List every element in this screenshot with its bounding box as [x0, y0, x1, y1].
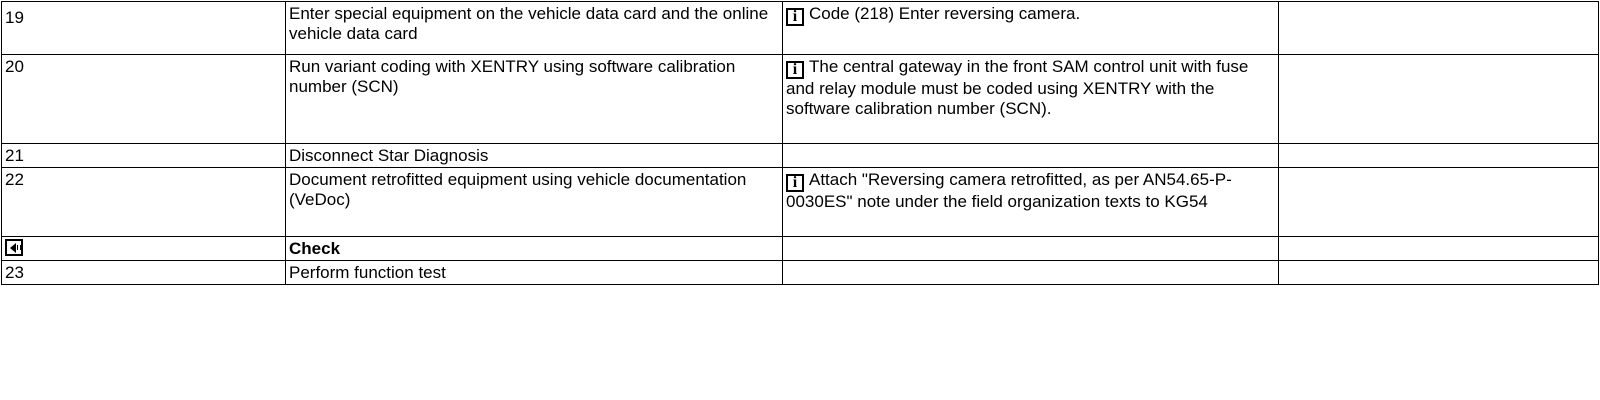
step-extra	[1278, 143, 1599, 168]
note-text: Attach "Reversing camera retrofitted, as…	[786, 170, 1232, 211]
step-extra	[1278, 236, 1599, 261]
step-number	[1, 236, 286, 261]
table-row: Check	[1, 236, 1599, 261]
step-note	[782, 260, 1279, 285]
step-extra	[1278, 1, 1599, 55]
step-note	[782, 236, 1279, 261]
section-title: Check	[285, 236, 783, 261]
table-row: 20 Run variant coding with XENTRY using …	[1, 54, 1599, 144]
step-number: 21	[1, 143, 286, 168]
step-extra	[1278, 54, 1599, 144]
info-icon: i	[786, 174, 804, 192]
step-extra	[1278, 167, 1599, 237]
step-note	[782, 143, 1279, 168]
table-row: 23 Perform function test	[1, 260, 1599, 285]
note-text: Code (218) Enter reversing camera.	[809, 4, 1081, 23]
procedure-table: 19 Enter special equipment on the vehicl…	[1, 1, 1599, 285]
step-number: 22	[1, 167, 286, 237]
step-action: Document retrofitted equipment using veh…	[285, 167, 783, 237]
step-number: 20	[1, 54, 286, 144]
step-number: 19	[1, 1, 286, 55]
step-action: Run variant coding with XENTRY using sof…	[285, 54, 783, 144]
check-icon	[5, 239, 23, 256]
step-number: 23	[1, 260, 286, 285]
table-row: 21 Disconnect Star Diagnosis	[1, 143, 1599, 168]
step-action: Enter special equipment on the vehicle d…	[285, 1, 783, 55]
note-text: The central gateway in the front SAM con…	[786, 57, 1249, 118]
step-action: Disconnect Star Diagnosis	[285, 143, 783, 168]
table-row: 22 Document retrofitted equipment using …	[1, 167, 1599, 237]
table-row: 19 Enter special equipment on the vehicl…	[1, 1, 1599, 55]
step-extra	[1278, 260, 1599, 285]
info-icon: i	[786, 8, 804, 26]
info-icon: i	[786, 61, 804, 79]
step-action: Perform function test	[285, 260, 783, 285]
step-note: i Code (218) Enter reversing camera.	[782, 1, 1279, 55]
